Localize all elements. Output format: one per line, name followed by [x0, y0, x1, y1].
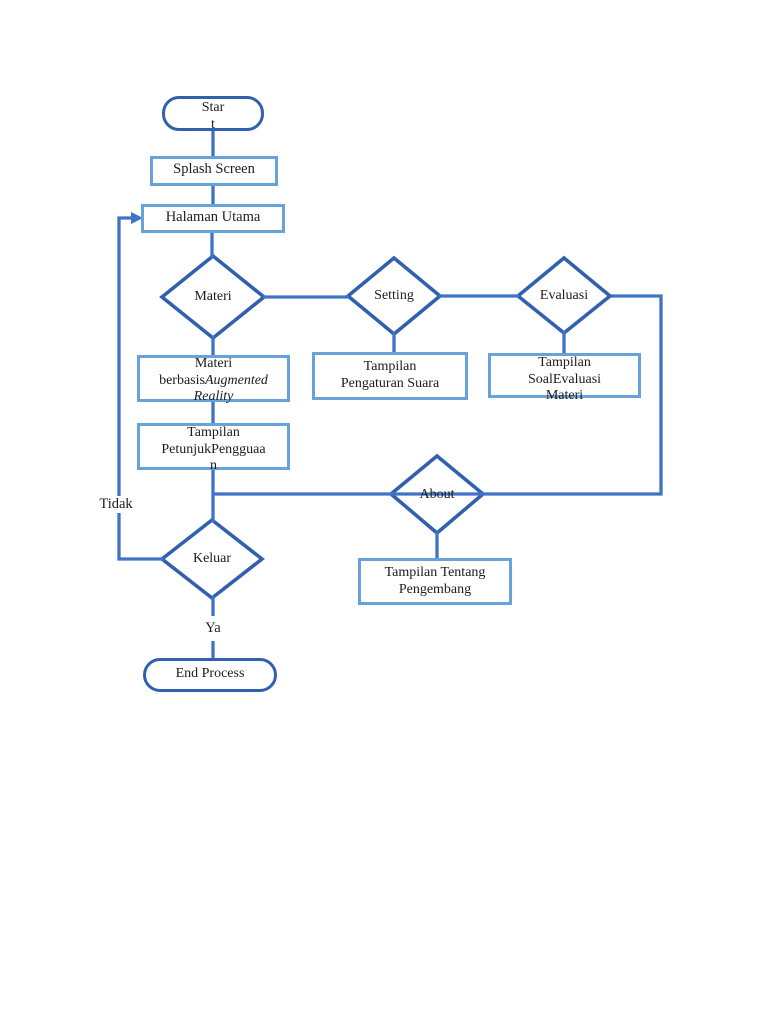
- tentang-pengembang-label: Tampilan Tentang Pengembang: [384, 565, 486, 597]
- end-process-label: End Process: [175, 666, 245, 681]
- start-label: Star t: [201, 100, 225, 132]
- pengaturan-suara-label: Tampilan Pengaturan Suara: [340, 359, 440, 391]
- petunjuk-penggunaan-node: [137, 423, 290, 470]
- about-decision-label: About: [419, 487, 455, 502]
- halaman-utama-label: Halaman Utama: [165, 209, 261, 225]
- setting-decision-label: Setting: [374, 288, 414, 303]
- petunjuk-penggunaan-label: Tampilan PetunjukPengguaa n: [161, 425, 266, 473]
- materi-decision-label: Materi: [194, 289, 232, 304]
- splash-screen-label: Splash Screen: [173, 161, 255, 177]
- end-process-node: [143, 658, 277, 692]
- keluar-decision-label: Keluar: [192, 551, 232, 566]
- evaluasi-decision-label: Evaluasi: [539, 288, 589, 303]
- materi-ar-node: [137, 355, 290, 402]
- ya-edge-label: Ya: [205, 620, 221, 636]
- start-node: [162, 96, 264, 131]
- soal-evaluasi-label: Tampilan SoalEvaluasi Materi: [527, 355, 602, 403]
- edge-evaluasi-to-about-loop: [212, 294, 663, 496]
- pengaturan-suara-node: [312, 352, 468, 400]
- halaman-utama-node: [141, 204, 285, 233]
- tentang-pengembang-node: [358, 558, 512, 605]
- splash-screen-node: [150, 156, 278, 186]
- edge-keluar-tidak-to-halaman: [117, 216, 164, 561]
- materi-ar-label: Materi berbasisAugmented Reality: [159, 356, 268, 404]
- soal-evaluasi-node: [488, 353, 641, 398]
- tidak-edge-label: Tidak: [94, 496, 138, 513]
- arrowhead-into-halaman: [131, 212, 143, 224]
